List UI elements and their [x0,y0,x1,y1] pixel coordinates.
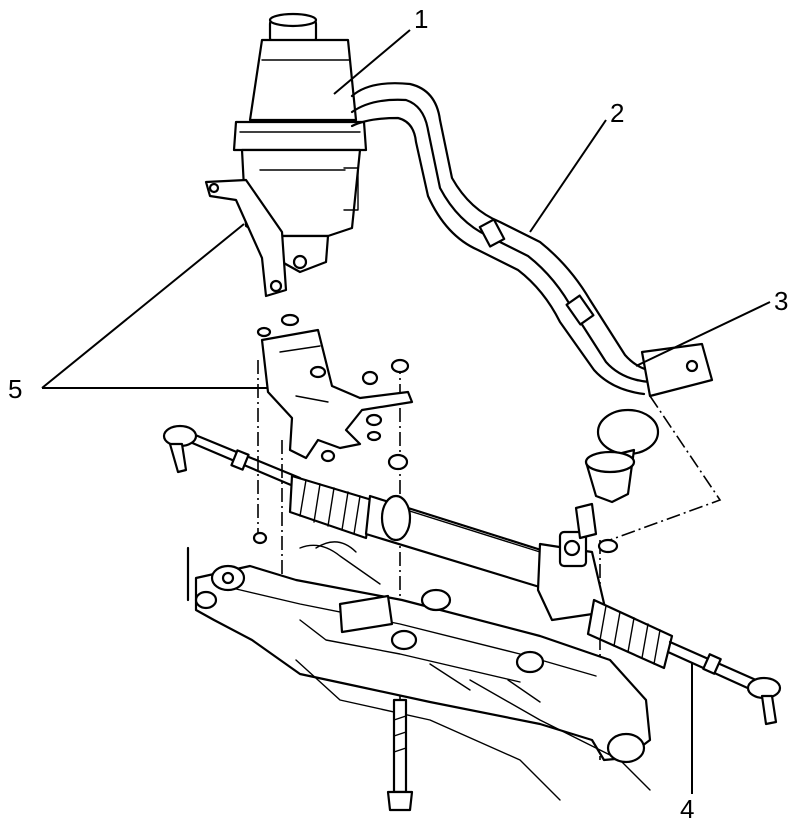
callout-4: 4 [680,794,694,824]
mounting-bracket [252,313,414,545]
reservoir-bracket [204,178,288,298]
fluid-reservoir [232,12,368,274]
subframe [186,541,652,801]
callout-2: 2 [610,98,624,128]
callout-leaders [41,29,771,794]
callout-1: 1 [414,4,428,34]
callout-3: 3 [774,286,788,316]
fluid-hoses [350,82,714,398]
mounting-bolt [386,698,414,812]
steering-seal [584,408,660,504]
steering-rack [162,424,782,726]
callout-5: 5 [8,374,22,404]
